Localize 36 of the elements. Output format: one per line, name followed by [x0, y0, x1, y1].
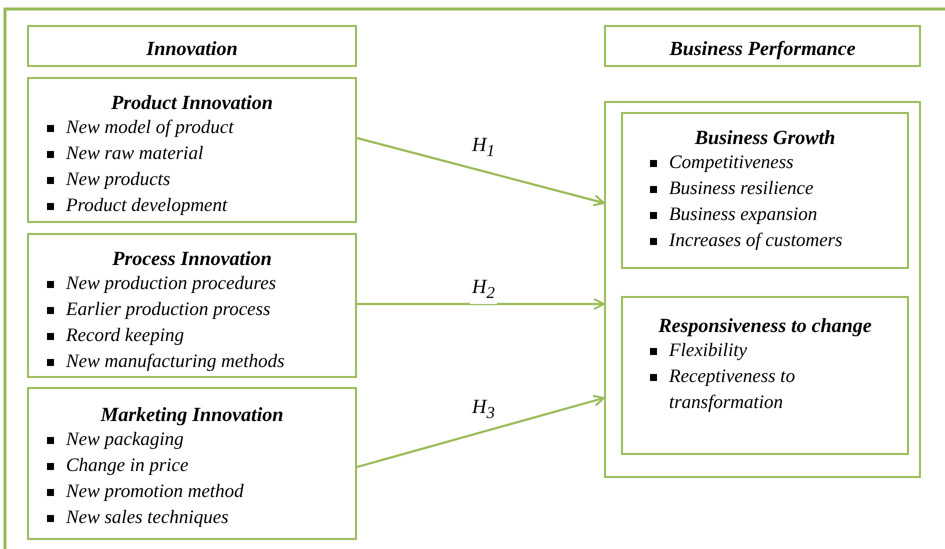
- category-box: [621, 112, 909, 269]
- bullet-item: New production procedures: [45, 271, 276, 297]
- heading: Responsiveness to change: [657, 314, 873, 338]
- heading: Product Innovation: [110, 91, 274, 115]
- category-box: [621, 296, 909, 455]
- heading: Process Innovation: [111, 247, 273, 271]
- bullet-item: Competitiveness: [648, 150, 794, 176]
- bullet-item: New raw material: [45, 141, 204, 167]
- bullet-item: Receptiveness to transformation: [648, 364, 859, 416]
- heading: Marketing Innovation: [99, 403, 284, 427]
- heading: Innovation: [145, 37, 239, 61]
- bullet-item: Business resilience: [648, 176, 814, 202]
- category-box: [27, 233, 357, 378]
- bullet-item: New model of product: [45, 115, 234, 141]
- bullet-item: Business expansion: [648, 202, 818, 228]
- arrow: [356, 136, 605, 206]
- bullet-item: Earlier production process: [45, 297, 270, 323]
- arrow: [356, 394, 605, 468]
- bullet-item: Flexibility: [648, 338, 859, 364]
- category-box: [27, 77, 357, 223]
- bullet-item: Change in price: [45, 453, 188, 479]
- bullet-item: Increases of customers: [648, 228, 842, 254]
- bullet-item: New promotion method: [45, 479, 244, 505]
- header-box: [604, 25, 921, 67]
- heading: Business Performance: [668, 37, 857, 61]
- header-box: [27, 25, 357, 67]
- bullet-item: Product development: [45, 193, 228, 219]
- bullet-item: New products: [45, 167, 170, 193]
- bullet-item: Record keeping: [45, 323, 184, 349]
- bullet-item: New sales techniques: [45, 505, 229, 531]
- category-box: [27, 387, 357, 540]
- heading: Business Growth: [694, 126, 836, 150]
- bullet-item: New packaging: [45, 427, 184, 453]
- group-box: [604, 101, 921, 478]
- bullet-item: New manufacturing methods: [45, 349, 284, 375]
- arrow: [357, 298, 605, 310]
